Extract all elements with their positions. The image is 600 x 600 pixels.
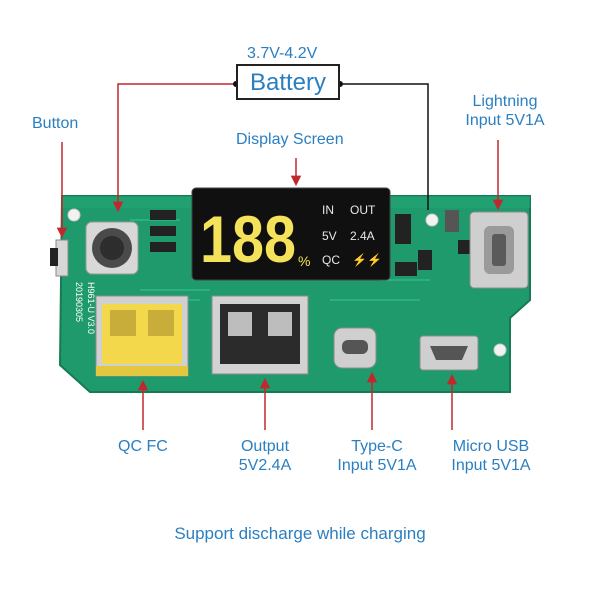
display-qc: QC [322,253,340,267]
microusb-label-line2: Input 5V1A [451,457,531,474]
typec-label: Type-C Input 5V1A [322,437,432,475]
lightning-port [469,211,529,289]
display-bolt-icons: ⚡⚡ [352,253,382,267]
qc-usb-a-port [95,295,189,377]
display-screen-label: Display Screen [236,131,344,148]
silkscreen-date: 20190305 [74,282,84,322]
output-usb-a-port [211,295,309,375]
smd-components [150,210,476,276]
callout-arrows [56,140,504,430]
output-label-line1: Output [240,438,290,455]
output-label-line2: 5V2.4A [238,457,292,474]
lightning-label: Lightning Input 5V1A [450,92,560,130]
microusb-label-line1: Micro USB [452,438,530,455]
output-label: Output 5V2.4A [220,437,310,475]
display-digits: 188 [200,202,296,276]
inductor [85,221,139,275]
display-5v: 5V [322,229,337,243]
battery-label: Battery [249,69,327,96]
display-percent: % [298,253,310,269]
lightning-label-line1: Lightning [472,93,538,110]
footer-caption: Support discharge while charging [174,524,426,543]
silkscreen-model: H961-U V3.0 [86,282,96,334]
lightning-label-line2: Input 5V1A [465,112,545,129]
button-label: Button [32,115,79,132]
microusb-label: Micro USB Input 5V1A [436,437,546,475]
typec-label-line2: Input 5V1A [337,457,417,474]
microusb-port [419,335,479,371]
display-screen: 188 % IN OUT 5V 2.4A QC ⚡⚡ [191,187,391,281]
qc-fc-label: QC FC [118,438,168,455]
voltage-label: 3.7V-4.2V [247,45,318,62]
display-in: IN [322,203,334,217]
typec-port [333,327,377,369]
display-2-4a: 2.4A [350,229,375,243]
battery-box: Battery [236,64,340,100]
typec-label-line1: Type-C [351,438,403,455]
button-switch [50,239,69,277]
display-out: OUT [350,203,376,217]
